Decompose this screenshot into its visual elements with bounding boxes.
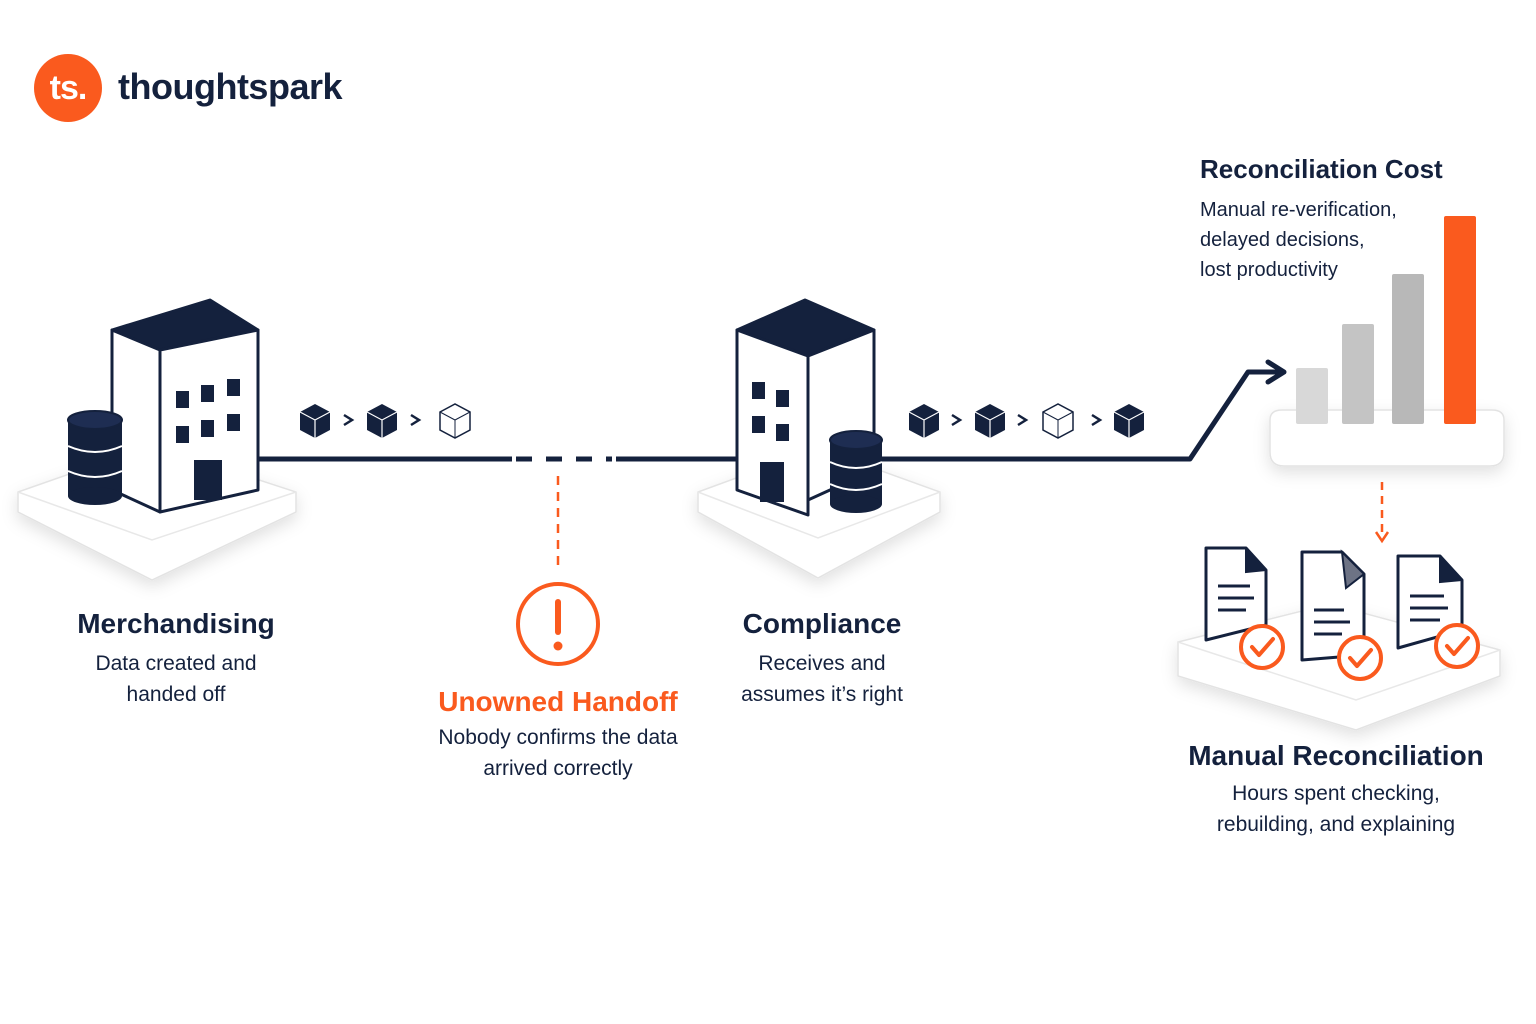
compliance-title: Compliance <box>742 608 902 639</box>
warning-icon <box>516 582 600 666</box>
merchandising-line-1: Data created and <box>95 652 257 675</box>
manual-line-1: Hours spent checking, <box>1232 782 1440 805</box>
check-icon-2 <box>1337 635 1383 681</box>
handoff-label: Unowned Handoff Nobody confirms the data… <box>408 686 708 784</box>
data-packet-icons-2 <box>908 403 1145 439</box>
cost-line-1: Manual re-verification, <box>1200 199 1397 221</box>
compliance-description: Receives and assumes it’s right <box>692 648 952 710</box>
document-icon-2 <box>1300 549 1366 662</box>
merchandising-database-icon <box>67 410 123 505</box>
brand-name: thoughtspark <box>118 66 343 107</box>
cost-title: Reconciliation Cost <box>1200 154 1443 184</box>
cost-line-2: delayed decisions, <box>1200 229 1365 251</box>
compliance-line-1: Receives and <box>758 652 886 675</box>
cost-label: Reconciliation Cost Manual re-verificati… <box>1200 154 1500 285</box>
manual-description: Hours spent checking, rebuilding, and ex… <box>1186 778 1486 840</box>
cost-description: Manual re-verification, delayed decision… <box>1200 195 1500 285</box>
handoff-line-2: arrived correctly <box>483 757 633 780</box>
document-icon-3 <box>1396 554 1464 650</box>
check-icon-3 <box>1434 623 1480 669</box>
merchandising-line-2: handed off <box>126 683 226 706</box>
check-icon-1 <box>1239 624 1285 670</box>
cost-bar-1 <box>1296 368 1328 424</box>
brand-logo-badge: ts. <box>34 54 102 122</box>
merchandising-building-icon <box>110 298 260 514</box>
cost-bar-4 <box>1444 216 1476 424</box>
bar-chart-icon <box>1296 216 1476 424</box>
compliance-database-icon <box>829 430 883 513</box>
merchandising-label: Merchandising Data created and handed of… <box>46 608 306 710</box>
handoff-title: Unowned Handoff <box>438 686 678 717</box>
data-packet-icons-1 <box>299 403 471 439</box>
manual-line-2: rebuilding, and explaining <box>1216 813 1456 836</box>
flow-line-compliance-to-cost <box>880 359 1287 462</box>
merchandising-title: Merchandising <box>77 608 275 639</box>
handoff-line-1: Nobody confirms the data <box>438 726 678 749</box>
cost-to-manual-connector <box>1374 482 1390 544</box>
cost-platform <box>1269 409 1505 467</box>
handoff-description: Nobody confirms the data arrived correct… <box>408 722 708 784</box>
cost-bar-3 <box>1392 274 1424 424</box>
merchandising-description: Data created and handed off <box>46 648 306 710</box>
cost-line-3: lost productivity <box>1200 259 1338 281</box>
document-icon-1 <box>1204 546 1268 642</box>
compliance-label: Compliance Receives and assumes it’s rig… <box>692 608 952 710</box>
cost-bar-2 <box>1342 324 1374 424</box>
manual-label: Manual Reconciliation Hours spent checki… <box>1186 740 1486 840</box>
compliance-line-2: assumes it’s right <box>741 683 903 706</box>
manual-title: Manual Reconciliation <box>1188 740 1484 771</box>
